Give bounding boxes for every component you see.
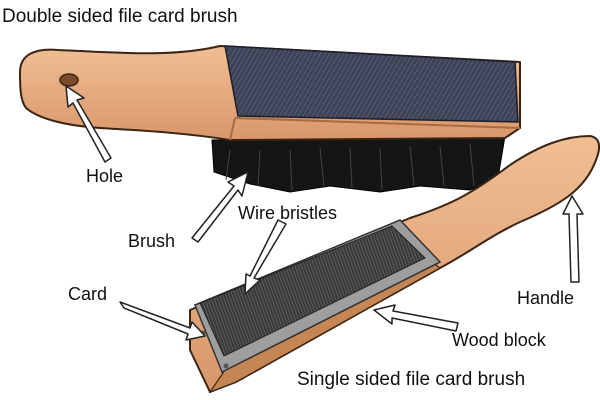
- arrow-card: [119, 301, 206, 341]
- arrow-wood-block: [373, 304, 459, 332]
- arrow-wire-bristles: [244, 219, 287, 295]
- single-sided-brush: [189, 135, 600, 394]
- arrow-brush: [191, 171, 249, 243]
- label-wood-block: Wood block: [452, 330, 546, 350]
- double-brush-wire-card: [224, 45, 519, 123]
- black-brush-bristles: [211, 135, 506, 193]
- title-single-sided: Single sided file card brush: [297, 369, 526, 390]
- hole-graphic: [59, 73, 79, 87]
- double-sided-brush: [19, 45, 521, 193]
- label-handle: Handle: [517, 288, 575, 308]
- arrow-handle: [562, 195, 584, 283]
- rivet: [223, 363, 229, 369]
- label-hole: Hole: [86, 166, 124, 186]
- label-brush: Brush: [128, 231, 176, 251]
- arrow-hole: [65, 85, 112, 163]
- title-double-sided: Double sided file card brush: [2, 6, 238, 27]
- label-wire-bristles: Wire bristles: [238, 203, 338, 223]
- single-brush-wire-bristles: [199, 225, 426, 357]
- label-card: Card: [68, 284, 108, 304]
